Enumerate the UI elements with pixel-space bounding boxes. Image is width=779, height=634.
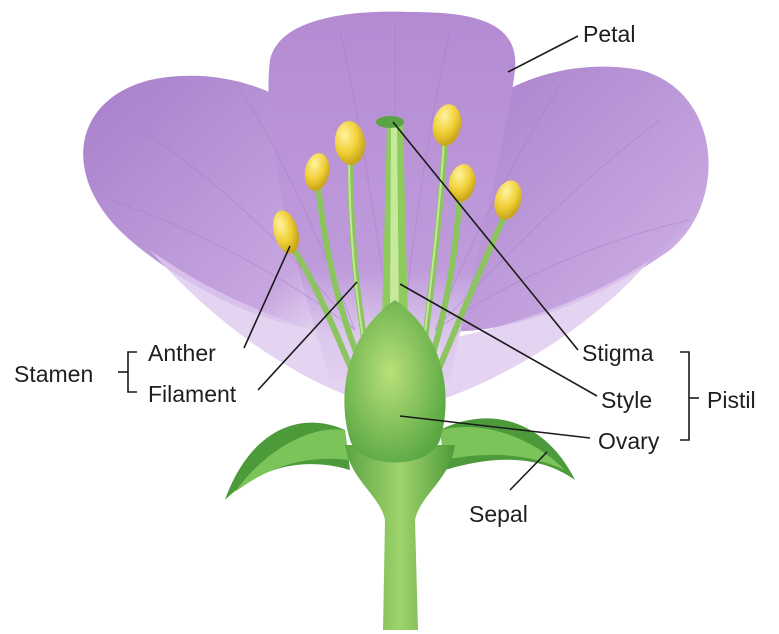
pistil-bracket [680,352,699,440]
label-sepal: Sepal [469,501,528,527]
stamen-bracket [118,352,137,392]
label-anther: Anther [148,340,216,366]
stem [345,445,455,630]
label-filament: Filament [148,381,237,407]
label-stigma: Stigma [582,340,654,366]
stigma-shape [376,116,404,128]
label-stamen: Stamen [14,361,93,387]
label-petal: Petal [583,21,635,47]
label-style: Style [601,387,652,413]
label-ovary: Ovary [598,428,660,454]
label-pistil: Pistil [707,387,756,413]
